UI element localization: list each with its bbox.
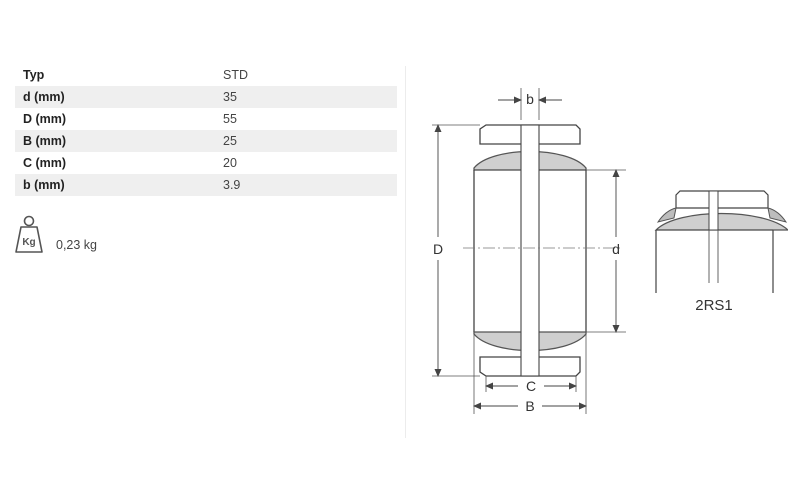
label-C: C [526, 378, 536, 394]
label-D: D [433, 241, 443, 257]
label-d: d [612, 241, 620, 257]
spec-label: B (mm) [23, 134, 67, 148]
spec-label: Typ [23, 68, 45, 82]
main-bearing-view [463, 124, 623, 377]
spec-row-typ: Typ STD [15, 64, 397, 86]
spec-row-b-width: B (mm) 25 [15, 130, 397, 152]
seal-caption: 2RS1 [695, 297, 733, 314]
spec-row-small-b: b (mm) 3.9 [15, 174, 397, 196]
seal-detail-view: 2RS1 [654, 190, 788, 314]
label-b: b [526, 91, 534, 107]
spec-row-d: d (mm) 35 [15, 86, 397, 108]
spec-label: D (mm) [23, 112, 67, 126]
bearing-drawing: b D d C B [432, 88, 788, 414]
dimension-d: d [586, 169, 626, 333]
spec-value: 35 [223, 90, 237, 104]
spec-value: 20 [223, 156, 237, 170]
spec-value: 3.9 [223, 178, 241, 192]
spec-label: d (mm) [23, 90, 65, 104]
spec-label: C (mm) [23, 156, 67, 170]
weight-icon-label: Kg [22, 237, 35, 248]
weight-info: Kg 0,23 kg [14, 214, 97, 256]
spec-table: Typ STD d (mm) 35 D (mm) 55 B (mm) 25 C … [15, 64, 397, 196]
label-B: B [525, 398, 534, 414]
spec-row-outer-d: D (mm) 55 [15, 108, 397, 130]
spec-value: 55 [223, 112, 237, 126]
divider [405, 66, 406, 438]
spec-value: 25 [223, 134, 237, 148]
weight-icon: Kg [15, 215, 43, 253]
dimension-b: b [498, 88, 562, 120]
dimension-D: D [432, 124, 480, 377]
spec-label: b (mm) [23, 178, 65, 192]
dimension-C: C [485, 376, 577, 394]
weight-value: 0,23 kg [56, 238, 98, 252]
spec-value: STD [223, 68, 248, 82]
dimension-B: B [473, 334, 587, 414]
spec-row-c: C (mm) 20 [15, 152, 397, 174]
